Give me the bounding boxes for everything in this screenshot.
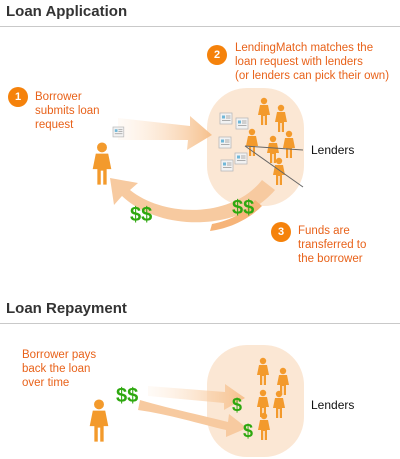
request-document: [220, 159, 234, 172]
repayment-dollar-sign: $: [232, 395, 242, 415]
request-document: [218, 136, 232, 149]
loan-application-title: Loan Application: [6, 3, 128, 20]
step-1-badge: 1: [8, 87, 28, 107]
lenders-label: Lenders: [311, 143, 355, 157]
repayment-dollar-sign: $: [243, 421, 253, 441]
request-document: [219, 112, 233, 125]
borrower-figure: [89, 399, 109, 442]
lenders-pointer-line: [244, 145, 304, 188]
borrower-figure: [92, 142, 112, 185]
request-document: [234, 152, 248, 165]
loan-request-document: [112, 126, 125, 138]
repayment-step-text: Borrower pays back the loan over time: [22, 349, 97, 389]
section-divider: [0, 323, 400, 324]
loan-repayment-title: Loan Repayment: [6, 300, 127, 317]
repayment-arrow: [138, 400, 247, 437]
lenders-pointer-line: [244, 145, 304, 151]
funds-arrow-inner: [210, 200, 262, 231]
request-arrow: [118, 116, 212, 150]
repayment-arrow: [148, 384, 245, 410]
step-2-text: LendingMatch matches the loan request wi…: [235, 42, 390, 82]
lenders-label: Lenders: [311, 398, 355, 412]
step-3-badge: 3: [271, 222, 291, 242]
request-document: [235, 117, 249, 130]
funds-arrow: [110, 178, 275, 223]
repayment-dollar-sign: $$: [116, 385, 138, 407]
funds-dollar-sign: $$: [232, 197, 254, 219]
section-divider: [0, 26, 400, 27]
step-1-text: Borrower submits loan request: [35, 91, 100, 131]
step-2-badge: 2: [207, 45, 227, 65]
step-3-text: Funds are transferred to the borrower: [298, 225, 367, 265]
funds-dollar-sign: $$: [130, 204, 152, 226]
